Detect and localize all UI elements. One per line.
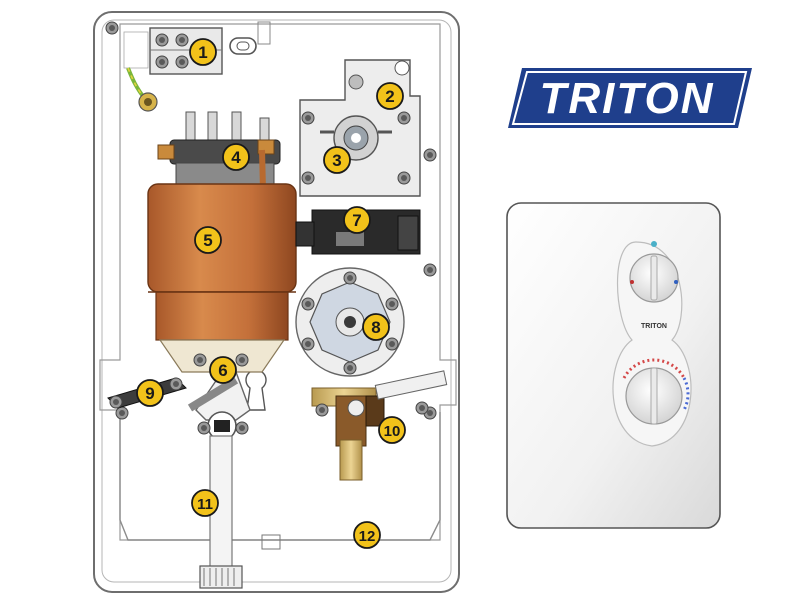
callout-number: 10 (384, 423, 401, 440)
callout-11: 11 (191, 489, 219, 517)
callout-number: 9 (145, 384, 154, 403)
callout-badge (343, 206, 371, 234)
callout-2: 2 (376, 82, 404, 110)
callout-badge (191, 489, 219, 517)
callout-badge (209, 356, 237, 384)
callout-7: 7 (343, 206, 371, 234)
callout-badge (189, 38, 217, 66)
callout-badge (376, 82, 404, 110)
callout-number: 3 (332, 151, 341, 170)
callout-badge (194, 226, 222, 254)
flow-valve (295, 267, 405, 377)
logo-text: TRITON (540, 74, 715, 123)
callout-3: 3 (323, 146, 351, 174)
triton-logo: TRITON (508, 68, 752, 128)
callout-number: 8 (371, 318, 380, 337)
outlet-pipe (187, 371, 251, 589)
logo-badge (508, 68, 752, 128)
callout-6: 6 (209, 356, 237, 384)
callout-number: 7 (352, 211, 361, 230)
callout-number: 4 (231, 148, 241, 167)
callout-badge (353, 521, 381, 549)
callout-number: 1 (198, 43, 207, 62)
inlet-valve (311, 370, 448, 481)
callout-number: 12 (359, 528, 376, 545)
callout-badge (136, 379, 164, 407)
callout-9: 9 (136, 379, 164, 407)
control-panel: TRITON (506, 202, 721, 529)
callout-badge (222, 143, 250, 171)
power-indicator (651, 241, 657, 247)
callout-1: 1 (189, 38, 217, 66)
callout-badge (323, 146, 351, 174)
callout-8: 8 (362, 313, 390, 341)
callout-5: 5 (194, 226, 222, 254)
microswitch (295, 209, 421, 255)
callout-12: 12 (353, 521, 381, 549)
callout-badge (362, 313, 390, 341)
earth-wire (126, 67, 158, 112)
callout-10: 10 (378, 416, 406, 444)
callout-number: 6 (218, 361, 227, 380)
callout-number: 5 (203, 231, 212, 250)
callout-number: 2 (385, 87, 394, 106)
heater-tank (147, 183, 297, 373)
power-selector-knob[interactable] (629, 253, 679, 303)
panel-brand-label: TRITON (641, 323, 667, 330)
callout-4: 4 (222, 143, 250, 171)
temperature-knob[interactable] (622, 358, 690, 425)
callout-number: 11 (197, 496, 213, 513)
callout-badge (378, 416, 406, 444)
